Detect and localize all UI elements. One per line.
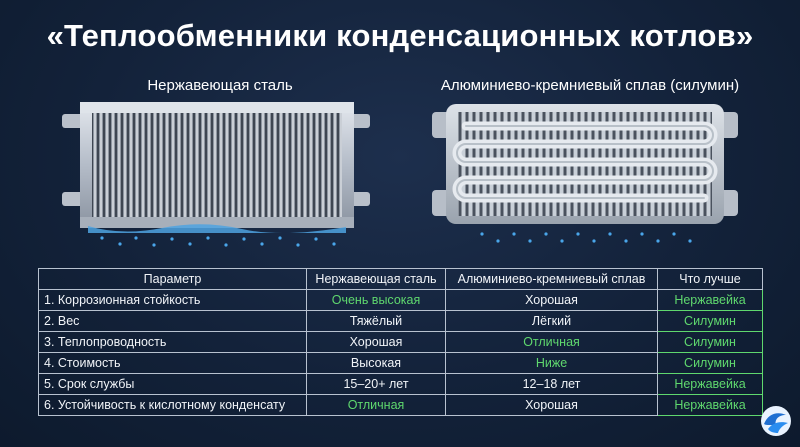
best-cell: Нержавейка: [657, 289, 763, 311]
best-cell: Силумин: [657, 310, 763, 332]
alu-cell: Хорошая: [445, 394, 658, 416]
header-stainless: Нержавеющая сталь: [306, 268, 446, 290]
steel-cell: Очень высокая: [306, 289, 446, 311]
table-row: 5. Срок службы 15–20+ лет 12–18 лет Нерж…: [38, 373, 763, 395]
table-row: 3. Теплопроводность Хорошая Отличная Сил…: [38, 331, 763, 353]
steel-cell: Тяжёлый: [306, 310, 446, 332]
table-row: 4. Стоимость Высокая Ниже Силумин: [38, 352, 763, 374]
alu-cell: Ниже: [445, 352, 658, 374]
header-silumin: Алюминиево-кремниевый сплав: [445, 268, 658, 290]
silumin-label: Алюминиево-кремниевый сплав (силумин): [440, 77, 740, 94]
steel-cell: Высокая: [306, 352, 446, 374]
comparison-table: Параметр Нержавеющая сталь Алюминиево-кр…: [38, 268, 763, 416]
alu-cell: 12–18 лет: [445, 373, 658, 395]
best-cell: Силумин: [657, 331, 763, 353]
steel-cell: Отличная: [306, 394, 446, 416]
best-cell: Нержавейка: [657, 373, 763, 395]
stainless-heat-exchanger-image: [62, 102, 370, 247]
param-cell: 5. Срок службы: [38, 373, 307, 395]
param-cell: 3. Теплопроводность: [38, 331, 307, 353]
table-row: 2. Вес Тяжёлый Лёгкий Силумин: [38, 310, 763, 332]
table-row: 6. Устойчивость к кислотному конденсату …: [38, 394, 763, 416]
alu-cell: Хорошая: [445, 289, 658, 311]
wave-logo-icon: [761, 406, 791, 436]
steel-cell: Хорошая: [306, 331, 446, 353]
best-cell: Силумин: [657, 352, 763, 374]
steel-cell: 15–20+ лет: [306, 373, 446, 395]
header-parameter: Параметр: [38, 268, 307, 290]
alu-cell: Отличная: [445, 331, 658, 353]
page-title: «Теплообменники конденсационных котлов»: [46, 18, 754, 53]
alu-cell: Лёгкий: [445, 310, 658, 332]
param-cell: 4. Стоимость: [38, 352, 307, 374]
stainless-steel-label: Нержавеющая сталь: [147, 77, 293, 94]
table-row: 1. Коррозионная стойкость Очень высокая …: [38, 289, 763, 311]
param-cell: 6. Устойчивость к кислотному конденсату: [38, 394, 307, 416]
silumin-heat-exchanger-image: [432, 104, 738, 243]
best-cell: Нержавейка: [657, 394, 763, 416]
header-which-better: Что лучше: [657, 268, 763, 290]
param-cell: 1. Коррозионная стойкость: [38, 289, 307, 311]
param-cell: 2. Вес: [38, 310, 307, 332]
table-header-row: Параметр Нержавеющая сталь Алюминиево-кр…: [38, 268, 763, 290]
